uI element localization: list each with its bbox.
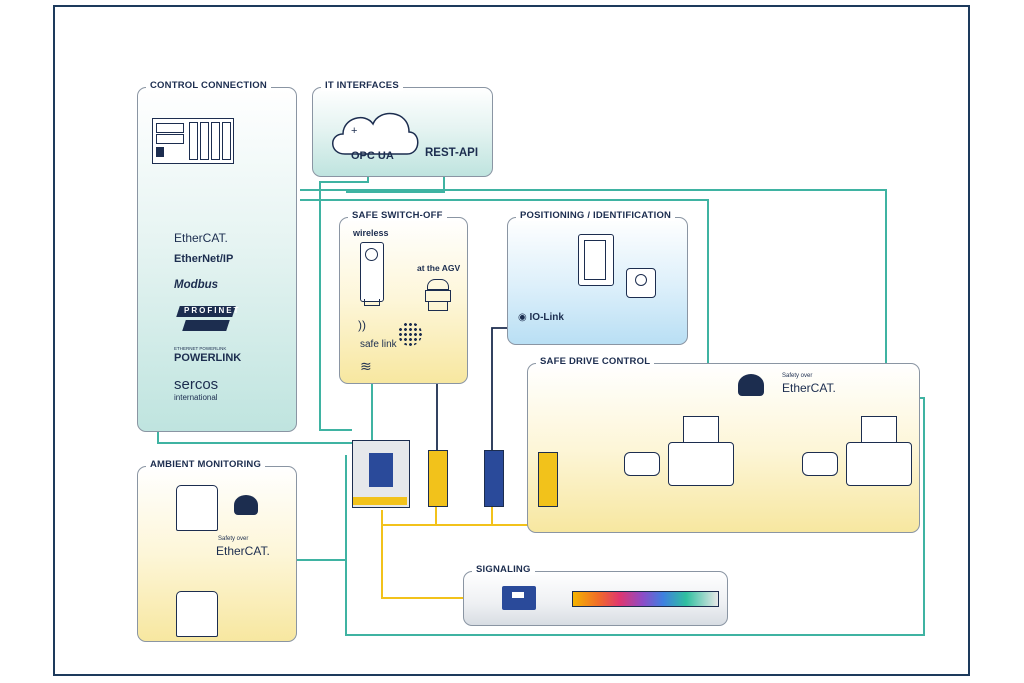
- laser-scanner-2: [176, 591, 218, 637]
- safety-relay-2: [538, 452, 558, 507]
- panel-title: AMBIENT MONITORING: [146, 459, 266, 470]
- profinet-logo: PROFINET: [176, 306, 238, 334]
- panel-positioning: POSITIONING / IDENTIFICATION ◉ IO-Link: [507, 210, 688, 345]
- panel-signaling: SIGNALING: [463, 564, 728, 626]
- panel-title: SAFE SWITCH-OFF: [348, 210, 447, 221]
- powerlink-logo: POWERLINK: [174, 352, 242, 364]
- rfid-reader-icon: [578, 234, 614, 286]
- dot-pattern-icon: [398, 322, 422, 346]
- fsoe-small: Safety over: [218, 536, 249, 542]
- ethercat-logo: EtherCAT.: [174, 231, 228, 245]
- fsoe-ethercat: EtherCAT.: [782, 381, 836, 395]
- rest-api-label: REST-API: [425, 147, 479, 159]
- sercos-international: international: [174, 393, 218, 402]
- fsoe-small: Safety over: [782, 373, 813, 379]
- wireless-estop-device: [360, 242, 384, 306]
- safety-relay-1: [428, 450, 448, 507]
- fsoe-badge-icon: [234, 495, 258, 515]
- encoder-2: [802, 452, 838, 476]
- wireless-label: wireless: [353, 228, 389, 238]
- wifi-icon: ≋: [360, 358, 372, 374]
- estop-button-icon: [425, 279, 451, 311]
- panel-control-connection: CONTROL CONNECTION EtherCAT. EtherNet/IP…: [137, 80, 297, 432]
- panel-safe-switch-off: SAFE SWITCH-OFF wireless at the AGV )) s…: [339, 210, 468, 384]
- panel-title: IT INTERFACES: [321, 80, 403, 91]
- opc-ua-label: OPC UA: [351, 150, 394, 162]
- signal-waves-icon: )): [358, 318, 366, 332]
- iolink-text: IO-Link: [529, 312, 564, 323]
- powerlink-small: ETHERNET POWERLINK: [174, 346, 227, 351]
- iolink-label: ◉ IO-Link: [518, 312, 564, 323]
- fsoe-badge-icon: [738, 374, 764, 396]
- panel-safe-drive-control: SAFE DRIVE CONTROL Safety over EtherCAT.: [527, 356, 920, 533]
- drive-controller-2: [861, 416, 897, 446]
- panel-title: POSITIONING / IDENTIFICATION: [516, 210, 676, 221]
- io-module: [484, 450, 504, 507]
- plc-icon: [152, 118, 234, 164]
- iolink-icon: ◉: [518, 312, 530, 323]
- panel-title: SAFE DRIVE CONTROL: [536, 356, 655, 367]
- panel-title: CONTROL CONNECTION: [146, 80, 271, 91]
- cloud-icon: +: [332, 112, 419, 155]
- modbus-logo: Modbus: [174, 279, 219, 291]
- signal-module: [502, 586, 536, 610]
- ethernet-ip-logo: EtherNet/IP: [174, 253, 234, 265]
- safety-controller: [352, 440, 410, 508]
- led-light-strip: [572, 591, 719, 607]
- panel-it-interfaces: IT INTERFACES + OPC UA REST-API: [312, 80, 493, 177]
- laser-scanner-1: [176, 485, 218, 531]
- fsoe-ethercat: EtherCAT.: [216, 544, 270, 558]
- panel-title: SIGNALING: [472, 564, 535, 575]
- sercos-logo: sercos: [174, 376, 219, 393]
- reader-head-icon: [626, 268, 656, 298]
- at-agv-label: at the AGV: [417, 263, 461, 273]
- motor-2: [846, 442, 912, 486]
- encoder-1: [624, 452, 660, 476]
- drive-controller-1: [683, 416, 719, 446]
- svg-text:+: +: [351, 125, 357, 137]
- motor-1: [668, 442, 734, 486]
- panel-ambient-monitoring: AMBIENT MONITORING Safety over EtherCAT.: [137, 459, 297, 642]
- profinet-text: PROFINET: [184, 306, 241, 315]
- safe-link-label: safe link: [360, 339, 397, 350]
